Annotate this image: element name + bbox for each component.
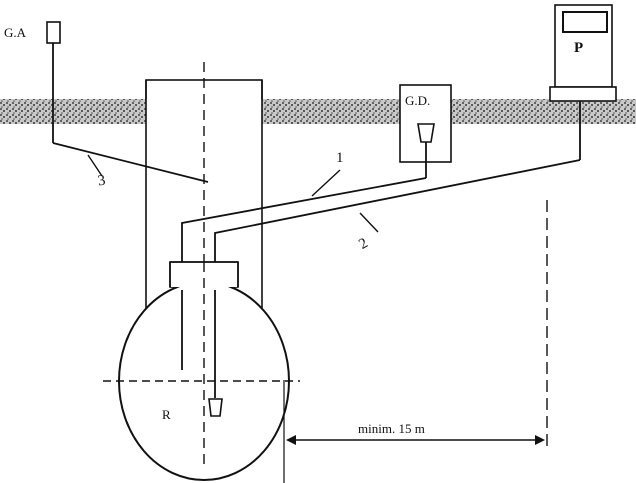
- dispenser-screen: [562, 11, 608, 33]
- label-gd: G.D.: [405, 93, 431, 108]
- ground-band: [0, 99, 636, 124]
- ga-vent-line: [52, 142, 209, 183]
- ga-vent-cap: [46, 21, 61, 44]
- suction-foot-valve: [208, 398, 223, 417]
- label-dispenser: P: [574, 40, 584, 56]
- dispenser-base: [549, 86, 617, 102]
- label-tank: R: [162, 407, 171, 422]
- distance-arrow-left: [286, 435, 296, 445]
- pipe-1-leader: [311, 169, 341, 197]
- label-distance: minim. 15 m: [358, 421, 425, 436]
- gd-fill-cup: [417, 123, 435, 143]
- pipe-3-leader: [87, 154, 103, 177]
- label-pipe-1: 1: [336, 150, 344, 166]
- distance-arrow-right: [535, 435, 545, 445]
- pipe-2-leader: [359, 212, 379, 233]
- label-ga: G.A: [4, 25, 27, 40]
